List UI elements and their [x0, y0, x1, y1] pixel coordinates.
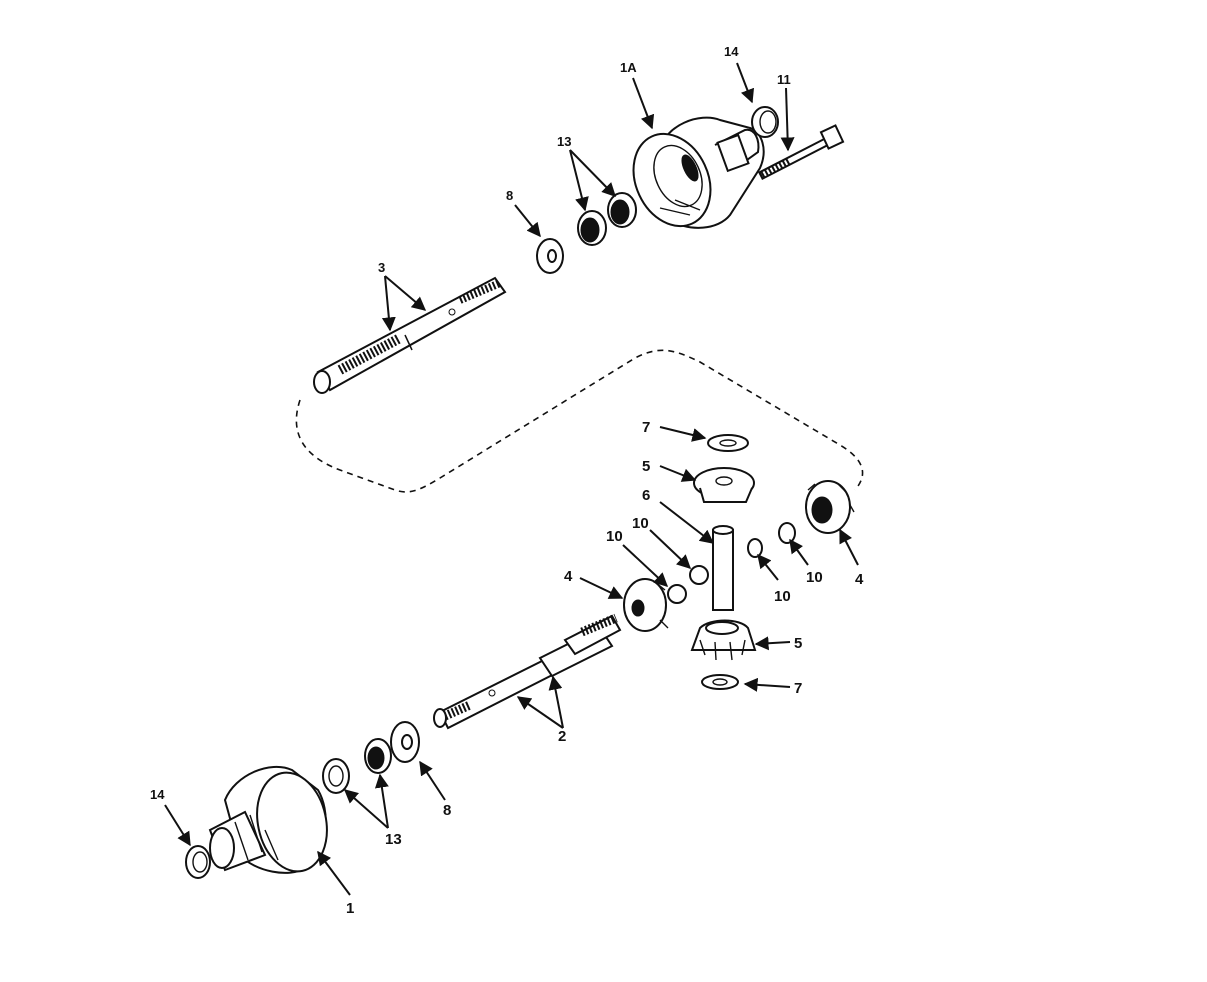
washer-7-top: [707, 434, 749, 452]
callout-13-bottom: 13: [385, 831, 402, 848]
dashed-assembly-line: [295, 349, 864, 493]
gear-4-right: [805, 480, 855, 534]
callout-11: 11: [777, 72, 791, 87]
callout-7-top: 7: [642, 419, 650, 436]
callout-3: 3: [378, 260, 385, 275]
bearings-13-bottom: [322, 738, 392, 794]
callout-6: 6: [642, 487, 650, 504]
bolt-11: [757, 124, 845, 181]
callout-4-left: 4: [564, 568, 573, 585]
washer-8-bottom: [390, 721, 420, 763]
callout-10-a: 10: [632, 515, 649, 532]
washers-10: [667, 522, 796, 604]
callout-13-top: 13: [557, 134, 571, 149]
callout-4-right: 4: [855, 571, 864, 588]
callout-7-bottom: 7: [794, 680, 802, 697]
shaft-2: [433, 613, 622, 730]
callout-14-bottom: 14: [150, 787, 165, 802]
callout-8-top: 8: [506, 188, 513, 203]
callout-10-b: 10: [606, 528, 623, 545]
callout-5-top: 5: [642, 458, 650, 475]
callout-arrows: [164, 62, 859, 896]
ring-14-bottom: [185, 845, 211, 879]
housing-1a: [632, 116, 765, 229]
gear-5-bottom: [690, 619, 757, 661]
callout-2: 2: [558, 728, 566, 745]
ring-14-top: [751, 106, 779, 138]
washer-8-top: [536, 238, 564, 274]
callout-14-top: 14: [724, 44, 739, 59]
bearings-13-top: [577, 192, 637, 246]
gear-5-top: [693, 467, 755, 503]
callout-5-bottom: 5: [794, 635, 802, 652]
pin-6: [712, 525, 734, 611]
washer-7-bottom: [701, 674, 739, 690]
callout-1a: 1A: [620, 60, 637, 75]
housing-1: [208, 765, 328, 874]
shaft-3: [313, 276, 507, 394]
callout-10-c: 10: [774, 588, 791, 605]
callout-8-bottom: 8: [443, 802, 451, 819]
gear-4-left: [623, 578, 669, 632]
callout-1: 1: [346, 900, 354, 917]
callout-10-d: 10: [806, 569, 823, 586]
